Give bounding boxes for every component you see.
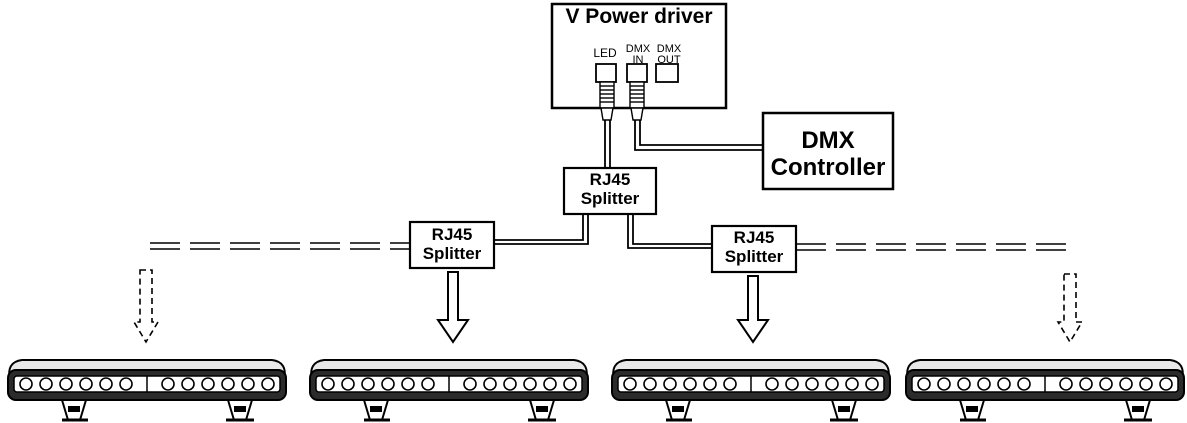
dmx-controller-box	[761, 111, 895, 191]
dmx-in-plug	[629, 81, 645, 121]
splitter-left-label: RJ45 Splitter	[422, 225, 482, 264]
port-dmx-out	[655, 63, 679, 83]
port-dmx-out-label: DMX OUT	[656, 43, 682, 66]
led-plug	[599, 81, 615, 121]
port-led	[595, 63, 617, 83]
splitter-right-box	[710, 224, 798, 274]
splitter-right-label: RJ45 Splitter	[724, 228, 784, 267]
splitter-center-label: RJ45 Splitter	[580, 170, 640, 209]
port-dmx-in	[626, 63, 648, 83]
arrow-down-icon	[736, 275, 770, 344]
port-dmx-in-label: DMX IN	[625, 43, 651, 66]
led-bar-fixture	[610, 358, 892, 422]
controller-label: DMX Controller	[770, 127, 886, 181]
dashed-arrow-down-icon	[132, 269, 160, 344]
driver-title: V Power driver	[565, 5, 713, 28]
led-bar-fixture	[308, 358, 590, 422]
splitter-center-box	[562, 166, 658, 216]
dashed-bus	[150, 242, 1066, 251]
splitter-left-box	[408, 220, 496, 270]
arrow-down-icon	[436, 271, 470, 344]
cables	[494, 120, 763, 249]
led-bar-fixture	[904, 358, 1186, 422]
dashed-arrow-down-icon	[1056, 273, 1084, 344]
port-led-label: LED	[593, 46, 617, 60]
led-bar-fixture	[6, 358, 288, 422]
